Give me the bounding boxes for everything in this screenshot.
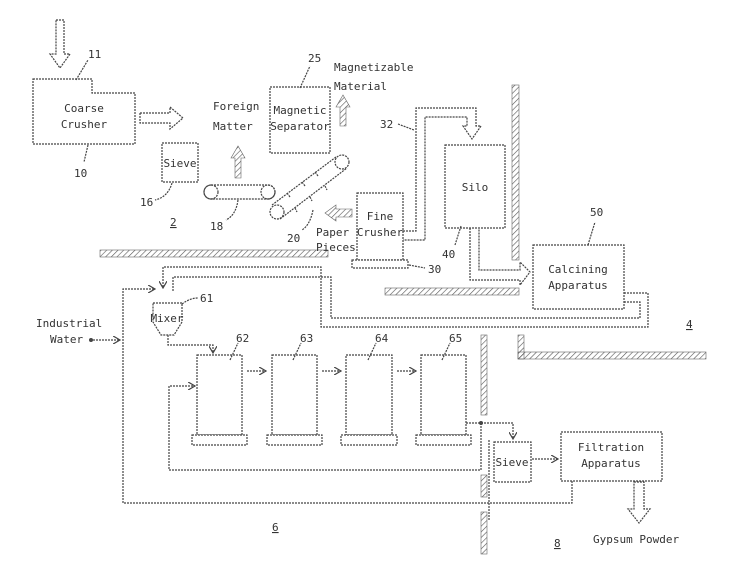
gypsum-powder-label: Gypsum Powder <box>593 533 679 546</box>
water-inlet-dot <box>89 338 93 342</box>
roller <box>334 154 350 170</box>
calcining-label-2: Apparatus <box>548 279 608 292</box>
wall-hatch-1 <box>99 249 329 258</box>
fine-crusher-base <box>351 259 409 269</box>
pneumatic-pipe-32 <box>403 107 483 241</box>
fine-crusher-label-2: Crusher <box>357 226 404 239</box>
calcining-apparatus <box>532 244 625 310</box>
ref-64: 64 <box>375 332 389 345</box>
ref-20: 20 <box>287 232 300 245</box>
paper-arrow-icon <box>324 204 353 222</box>
roller <box>203 184 219 200</box>
leader-40 <box>454 225 462 246</box>
calcined-transport-outer <box>163 266 649 328</box>
silo-output-arrow-icon <box>469 228 531 287</box>
leader-30 <box>408 264 426 269</box>
magnetic-separator-label-1: Magnetic <box>274 104 327 117</box>
silo <box>444 144 506 229</box>
ref-65: 65 <box>449 332 462 345</box>
wall-hatch-2 <box>511 84 520 261</box>
filtration-apparatus <box>560 431 663 482</box>
foreign-matter-label-1: Foreign <box>213 100 259 113</box>
magnetizable-label-2: Material <box>334 80 387 93</box>
section-4: 4 <box>686 318 693 331</box>
leader-16 <box>154 182 173 201</box>
water-return-line <box>122 289 573 504</box>
section-6: 6 <box>272 521 279 534</box>
section-2: 2 <box>170 216 177 229</box>
wall-hatch-3 <box>384 287 520 296</box>
sieve-bottom <box>493 441 532 483</box>
calcining-label-1: Calcining <box>548 263 608 276</box>
leader-25 <box>299 65 311 89</box>
sieve-bottom-label: Sieve <box>495 456 528 469</box>
belt-cleats <box>286 171 328 213</box>
magnetizable-arrow-icon <box>335 94 351 127</box>
wall-hatch-5 <box>517 351 707 360</box>
industrial-water-label-1: Industrial <box>36 317 102 330</box>
coarse-crusher-label-1: Coarse <box>64 102 104 115</box>
paper-pieces-label-1: Paper <box>316 226 349 239</box>
coarse-crusher <box>32 78 136 145</box>
sieve-top <box>161 142 199 183</box>
foreign-matter-label-2: Matter <box>213 120 253 133</box>
wall-hatch-8 <box>480 511 488 555</box>
incline-belt-bottom <box>279 167 348 220</box>
leader-18 <box>225 199 239 221</box>
tank-62 <box>191 342 248 446</box>
ref-32: 32 <box>380 118 393 131</box>
input-arrow-icon <box>48 19 72 70</box>
leader-61 <box>181 297 199 305</box>
leader-11 <box>75 59 89 81</box>
magnetic-separator <box>269 86 331 154</box>
ref-18: 18 <box>210 220 223 233</box>
tank-63 <box>266 342 323 446</box>
filtration-label-2: Apparatus <box>581 457 641 470</box>
ref-62: 62 <box>236 332 249 345</box>
tank-65 <box>415 342 472 446</box>
ref-63: 63 <box>300 332 313 345</box>
foreign-matter-arrow-icon <box>230 145 246 179</box>
ref-50: 50 <box>590 206 603 219</box>
magnetizable-label-1: Magnetizable <box>334 61 413 74</box>
ref-10: 10 <box>74 167 87 180</box>
gypsum-output-arrow-icon <box>626 481 652 524</box>
incline-belt-top <box>271 156 337 206</box>
filtration-label-1: Filtration <box>578 441 644 454</box>
leader-50 <box>587 221 596 246</box>
mixer <box>152 302 183 336</box>
leader-20 <box>301 209 314 231</box>
mixer-output-line <box>167 335 213 353</box>
tank-output-line <box>466 422 513 439</box>
roller <box>260 184 276 200</box>
right-arrow-icon <box>139 105 184 131</box>
roller <box>269 204 285 220</box>
calcined-transport-inner <box>172 276 641 319</box>
ref-25: 25 <box>308 52 321 65</box>
leader-10 <box>83 144 89 163</box>
magnetic-separator-label-2: Separator <box>270 120 330 133</box>
ref-61: 61 <box>200 292 213 305</box>
silo-label: Silo <box>462 181 489 194</box>
ref-11: 11 <box>88 48 101 61</box>
sieve-top-label: Sieve <box>163 157 196 170</box>
recirculation-line <box>168 386 482 471</box>
leader-32 <box>397 123 415 131</box>
fine-crusher-label-1: Fine <box>367 210 394 223</box>
ref-16: 16 <box>140 196 153 209</box>
tank-64 <box>340 342 398 446</box>
section-8: 8 <box>554 537 561 550</box>
paper-pieces-label-2: Pieces <box>316 241 356 254</box>
mixer-label: Mixer <box>150 312 183 325</box>
ref-40: 40 <box>442 248 455 261</box>
wall-hatch-6 <box>480 334 488 416</box>
industrial-water-label-2: Water <box>50 333 83 346</box>
fine-crusher <box>356 192 404 261</box>
wall-hatch-7 <box>480 474 488 498</box>
conveyor-18 <box>203 184 276 200</box>
coarse-crusher-label-2: Crusher <box>61 118 108 131</box>
ref-30: 30 <box>428 263 441 276</box>
